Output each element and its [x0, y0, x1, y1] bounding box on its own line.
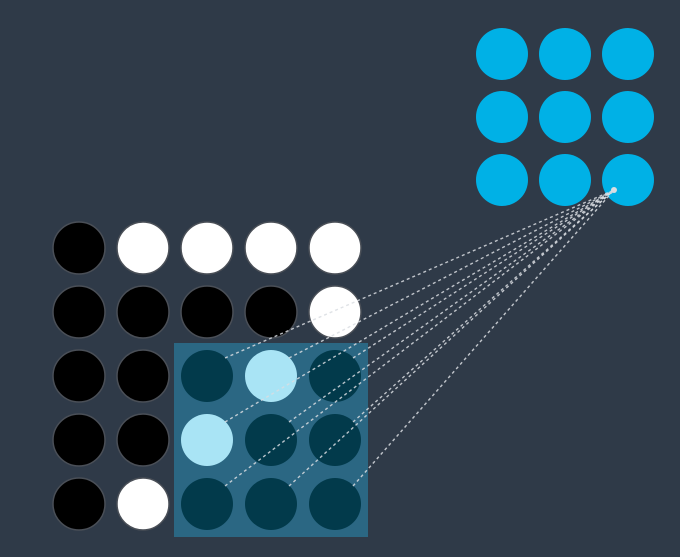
input-cell-r0-c2 [180, 221, 234, 275]
input-cell-r1-c2 [180, 285, 234, 339]
output-cell-r2-c2 [602, 154, 654, 206]
input-cell-r4-c3 [245, 478, 297, 530]
input-cell-r2-c1 [116, 349, 170, 403]
input-cell-r0-c3 [244, 221, 298, 275]
output-grid [476, 28, 654, 206]
connector-line-r3-c4 [352, 189, 615, 423]
input-cell-r3-c4 [309, 414, 361, 466]
output-cell-r2-c0 [476, 154, 528, 206]
connector-line-r4-c3 [288, 189, 615, 487]
input-cell-r2-c0 [52, 349, 106, 403]
input-grid [52, 221, 362, 531]
input-cell-r4-c2 [181, 478, 233, 530]
input-cell-r2-c3 [245, 350, 297, 402]
output-cell-r0-c0 [476, 28, 528, 80]
connector-lines [224, 187, 617, 487]
output-cell-r0-c2 [602, 28, 654, 80]
input-cell-r4-c1 [116, 477, 170, 531]
connector-line-r3-c3 [288, 189, 615, 423]
input-cell-r0-c1 [116, 221, 170, 275]
output-cell-r2-c1 [539, 154, 591, 206]
input-cell-r4-c0 [52, 477, 106, 531]
input-cell-r1-c4 [308, 285, 362, 339]
connector-line-r4-c4 [352, 189, 615, 487]
input-cell-r2-c4 [309, 350, 361, 402]
connector-line-r2-c3 [288, 189, 615, 359]
input-cell-r4-c4 [309, 478, 361, 530]
input-cell-r3-c3 [245, 414, 297, 466]
input-cell-r3-c1 [116, 413, 170, 467]
connector-target-dot [611, 187, 617, 193]
output-cell-r1-c2 [602, 91, 654, 143]
input-cell-r1-c3 [244, 285, 298, 339]
input-cell-r3-c0 [52, 413, 106, 467]
connector-line-r2-c4 [352, 189, 615, 359]
output-cell-r1-c1 [539, 91, 591, 143]
input-cell-r0-c4 [308, 221, 362, 275]
input-cell-r2-c2 [181, 350, 233, 402]
input-cell-r1-c0 [52, 285, 106, 339]
connector-line-r2-c2 [224, 189, 615, 359]
input-cell-r1-c1 [116, 285, 170, 339]
input-cell-r3-c2 [181, 414, 233, 466]
output-cell-r0-c1 [539, 28, 591, 80]
input-cell-r0-c0 [52, 221, 106, 275]
output-cell-r1-c0 [476, 91, 528, 143]
